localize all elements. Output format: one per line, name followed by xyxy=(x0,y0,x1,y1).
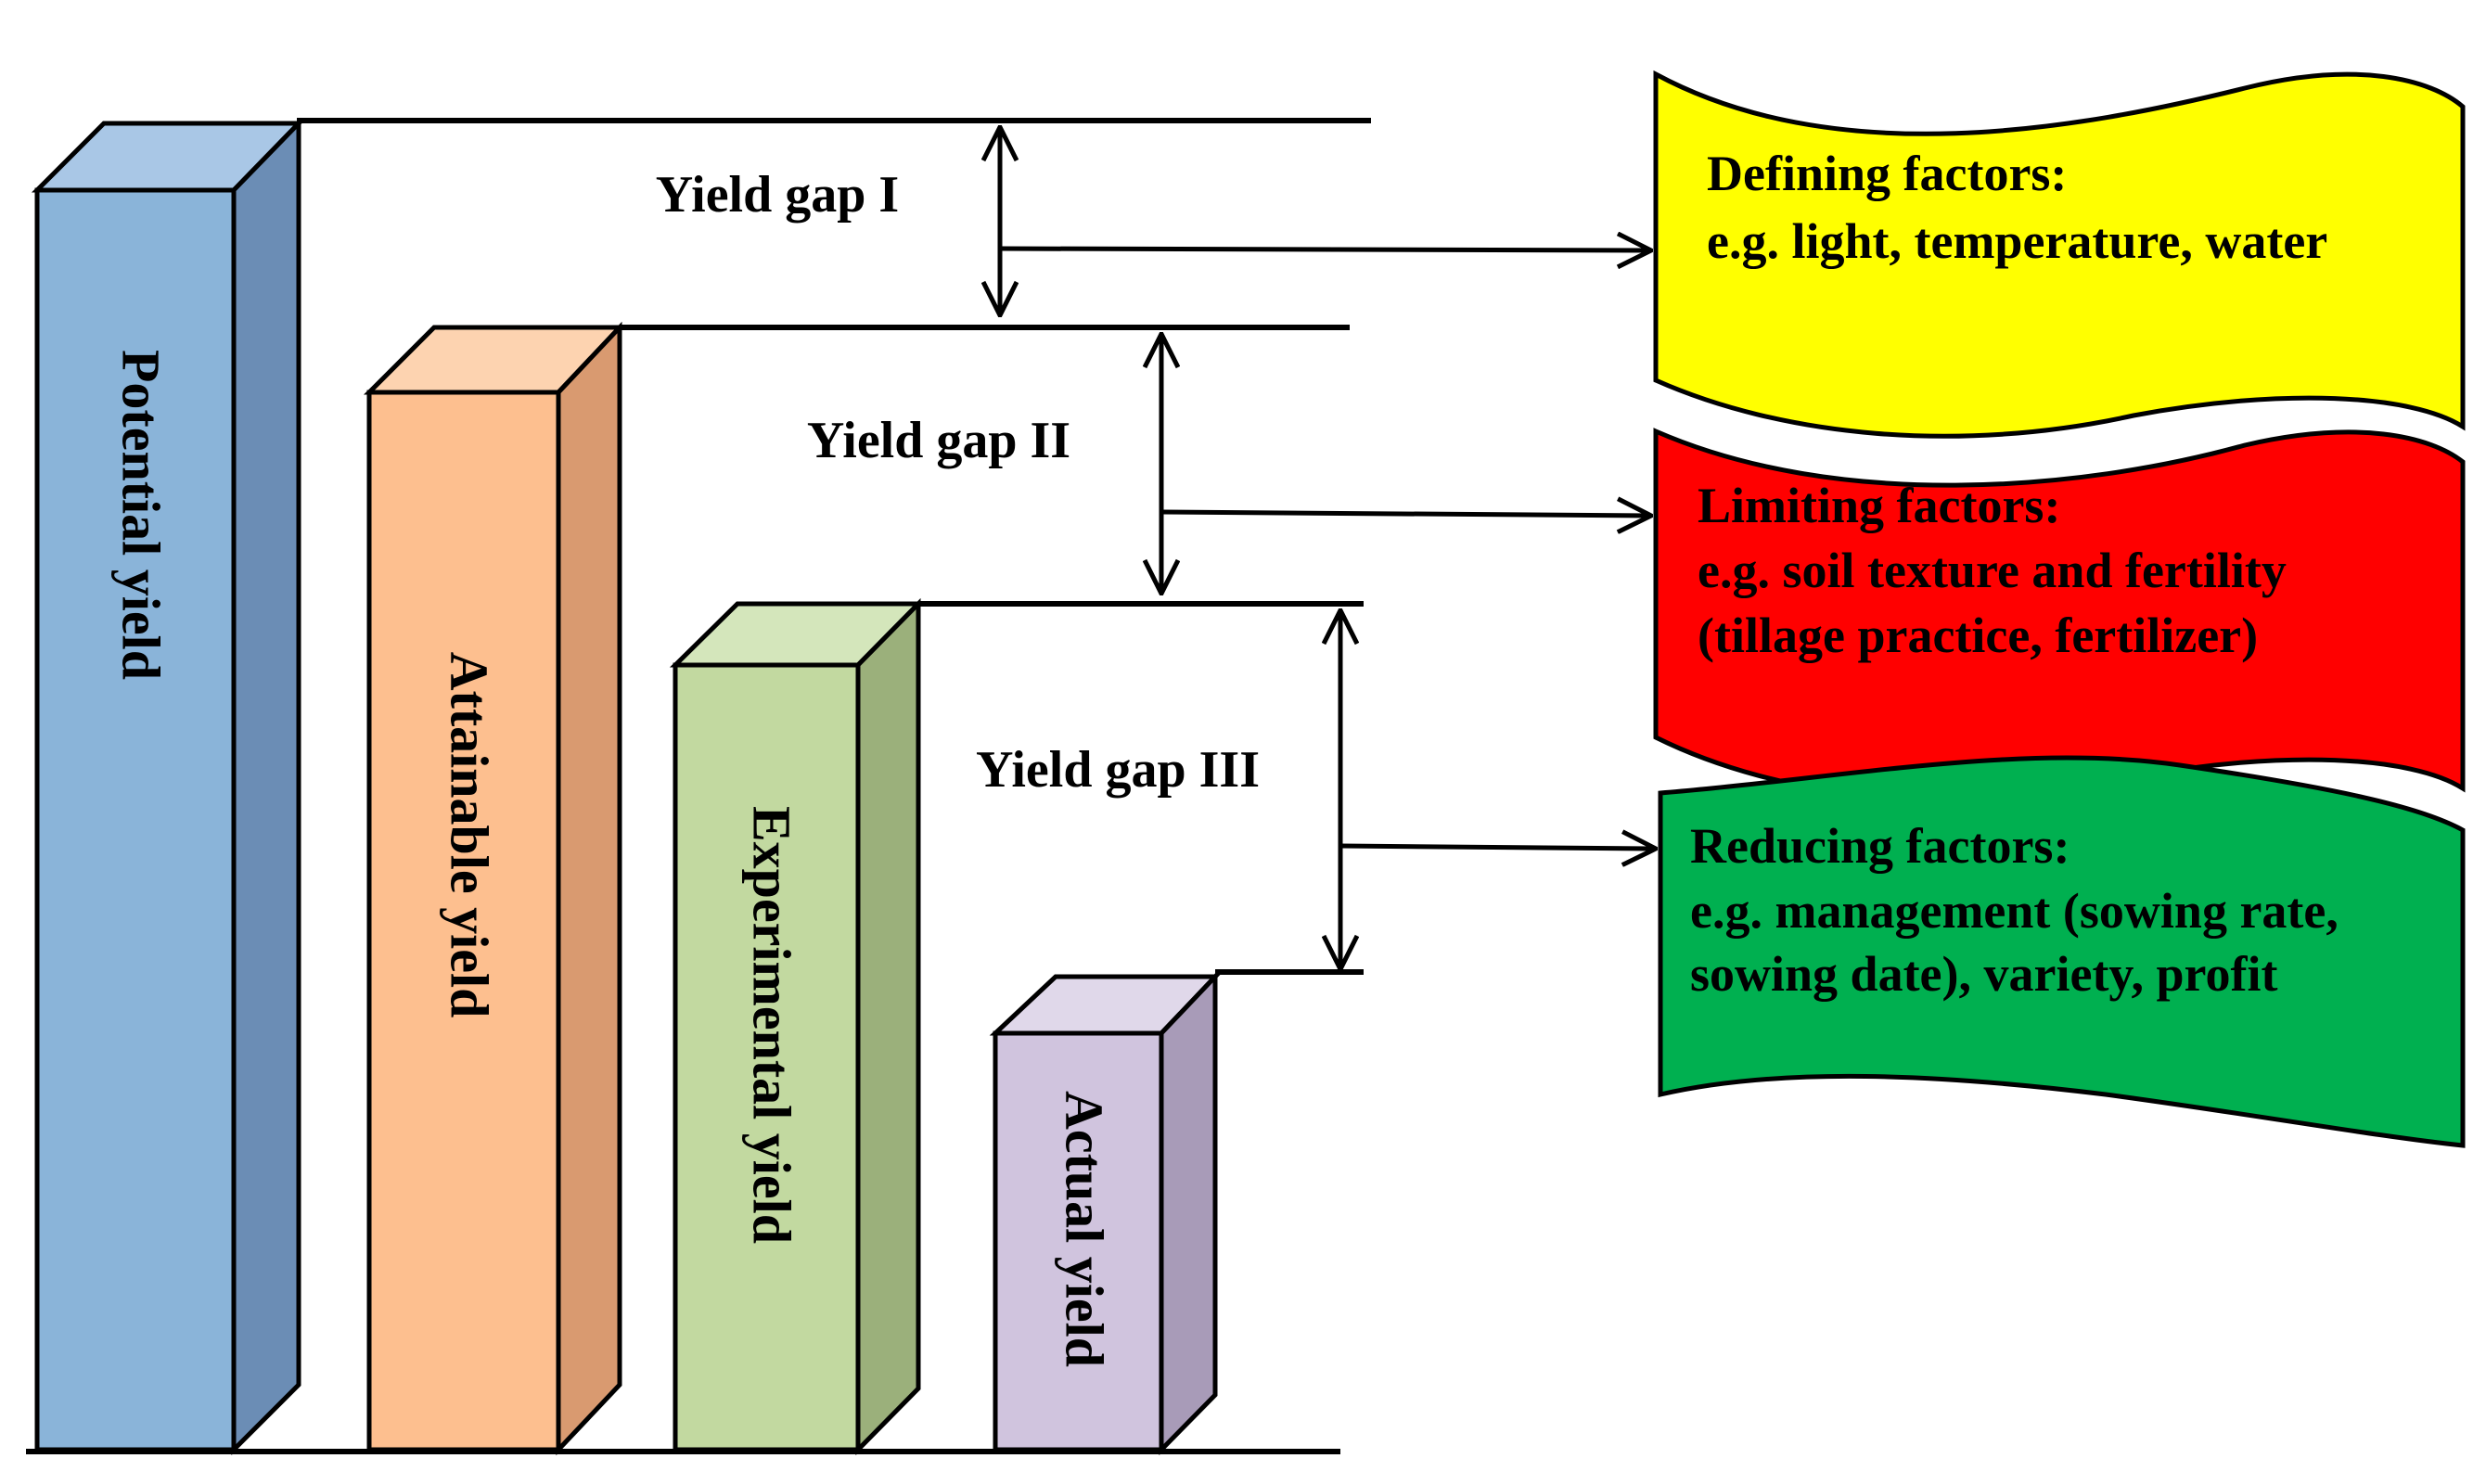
bar-label-actual-yield: Actual yield xyxy=(1055,1091,1115,1367)
gap-label-2: Yield gap II xyxy=(807,412,1070,469)
gap-arrows xyxy=(1000,127,1340,969)
bar-attainable-yield xyxy=(363,321,625,1456)
flag-line-reducing-2: sowing date), variety, profit xyxy=(1690,946,2277,1002)
bar-side xyxy=(231,117,301,1456)
flag-title-limiting: Limiting factors: xyxy=(1698,478,2060,533)
pointer-arrows xyxy=(999,249,1656,849)
yield-bars xyxy=(31,117,1221,1456)
bar-label-experimental-yield: Experimental yield xyxy=(742,806,802,1244)
flag-title-reducing: Reducing factors: xyxy=(1690,818,2070,874)
flag-line-reducing-1: e.g. management (sowing rate, xyxy=(1690,883,2339,939)
flag-text-defining: Defining factors: e.g. light, temperatur… xyxy=(1707,146,2327,269)
bar-label-attainable-yield: Attainable yield xyxy=(440,652,500,1018)
bar-side xyxy=(1159,970,1218,1456)
flag-line-limiting-1: e.g. soil texture and fertility xyxy=(1698,543,2287,598)
flag-text-reducing: Reducing factors: e.g. management (sowin… xyxy=(1690,818,2339,1002)
flag-line-defining-1: e.g. light, temperature, water xyxy=(1707,213,2327,269)
bar-side xyxy=(556,321,622,1456)
factor-flags xyxy=(1653,70,2466,1148)
flag-line-limiting-2: (tillage practice, fertilizer) xyxy=(1698,608,2258,663)
flag-defining-factors xyxy=(1653,70,2466,439)
bar-side xyxy=(855,597,921,1456)
bar-experimental-yield xyxy=(669,597,924,1456)
pointer-arrow-1 xyxy=(999,249,1651,250)
gap-label-1: Yield gap I xyxy=(656,166,899,224)
pointer-arrow-2 xyxy=(1160,512,1651,516)
flag-reducing-factors xyxy=(1658,755,2466,1148)
bar-potential-yield xyxy=(31,117,304,1456)
pointer-arrow-3 xyxy=(1339,846,1656,849)
gap-label-3: Yield gap III xyxy=(976,741,1260,799)
flag-text-limiting: Limiting factors: e.g. soil texture and … xyxy=(1698,478,2287,663)
bar-actual-yield xyxy=(989,970,1221,1456)
flag-title-defining: Defining factors: xyxy=(1707,146,2067,201)
bar-label-potential-yield: Potential yield xyxy=(111,350,172,680)
